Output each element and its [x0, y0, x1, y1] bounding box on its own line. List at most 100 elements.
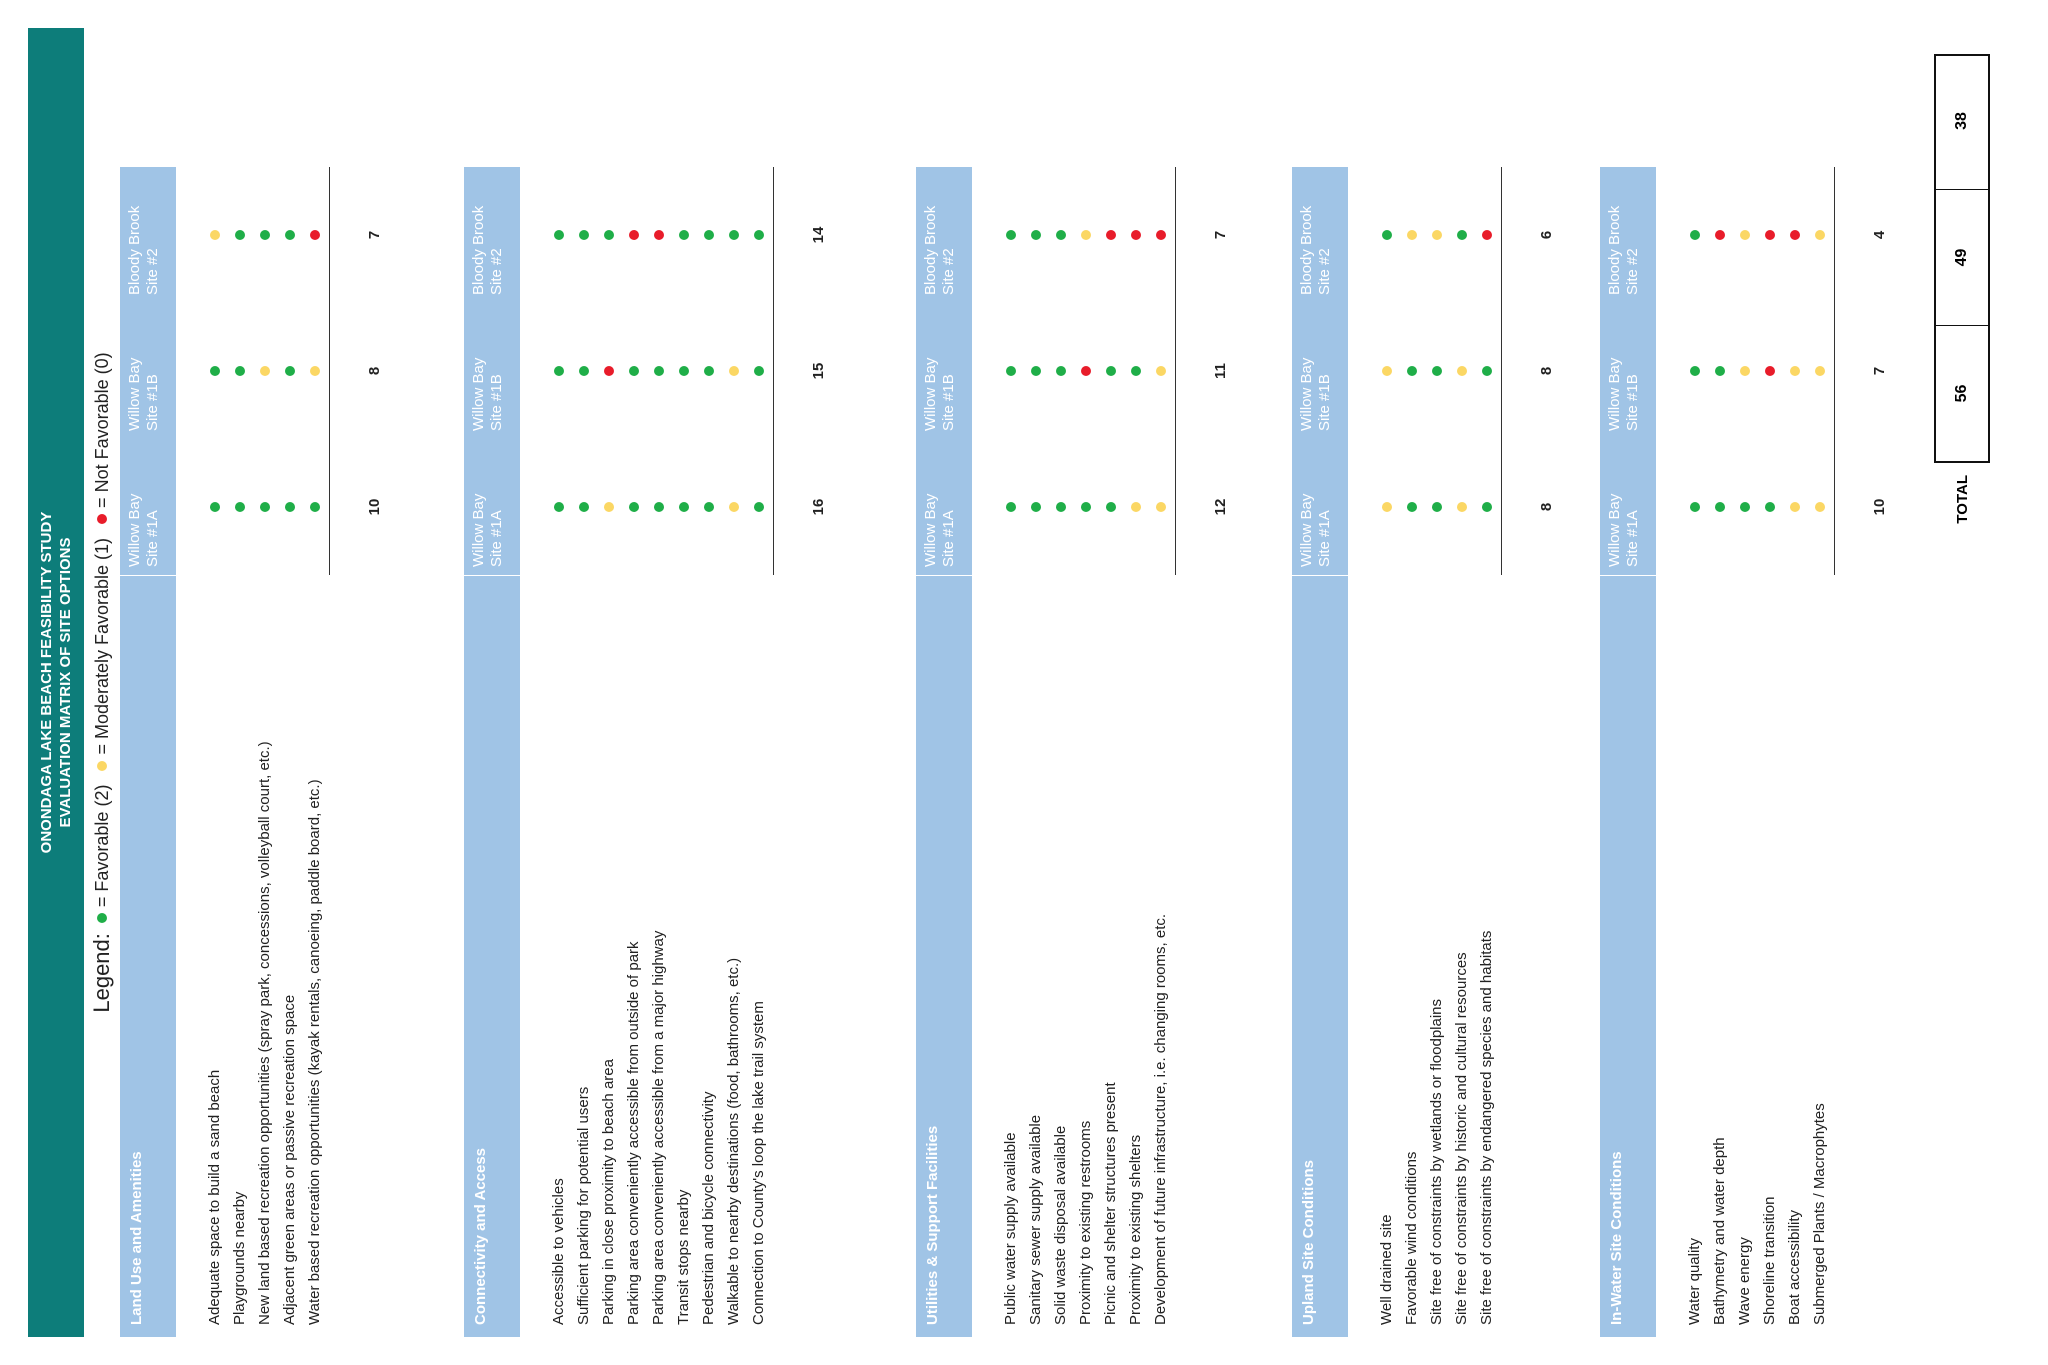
rating-dot-icon: [579, 366, 589, 376]
criterion-label: Well drained site: [1378, 1214, 1395, 1325]
site-header: Bloody Brook Site #2: [120, 167, 176, 303]
rating-dot-icon: [1790, 230, 1800, 240]
rating-dot-icon: [1740, 502, 1750, 512]
rating-dot-icon: [285, 230, 295, 240]
total-site-1a: 56: [1936, 325, 1988, 461]
rating-dot-icon: [235, 230, 245, 240]
rating-dot-icon: [1106, 366, 1116, 376]
criterion-label: Connection to County's loop the lake tra…: [750, 1001, 767, 1325]
rating-dot-icon: [654, 230, 664, 240]
rating-dot-icon: [210, 502, 220, 512]
site-header: Willow Bay Site #1B: [120, 303, 176, 439]
site-header: Willow Bay Site #1B: [1600, 303, 1656, 439]
rating-dot-icon: [1031, 502, 1041, 512]
rating-dot-icon: [1740, 366, 1750, 376]
rating-dot-icon: [1815, 366, 1825, 376]
subtotal-value: 16: [810, 498, 827, 516]
rating-dot-icon: [1031, 230, 1041, 240]
rating-dot-icon: [1131, 230, 1141, 240]
rating-dot-icon: [629, 366, 639, 376]
section-header: Upland Site Conditions: [1292, 576, 1348, 1337]
subtotal-value: 7: [366, 230, 383, 240]
section-header: Land Use and Amenities: [120, 576, 176, 1337]
rating-dot-icon: [1432, 366, 1442, 376]
subtotal-value: 10: [1871, 498, 1888, 516]
rating-dot-icon: [1407, 366, 1417, 376]
subtotal-value: 11: [1212, 363, 1229, 379]
rating-dot-icon: [554, 502, 564, 512]
criterion-label: Submerged Plants / Macrophytes: [1811, 1103, 1828, 1325]
site-header: Willow Bay Site #1B: [464, 303, 520, 439]
rating-dot-icon: [1056, 366, 1066, 376]
rating-dot-icon: [1715, 230, 1725, 240]
criterion-label: Site free of constraints by wetlands or …: [1428, 998, 1445, 1325]
rating-dot-icon: [260, 502, 270, 512]
favorable-dot-icon: [97, 913, 107, 924]
criterion-label: Site free of constraints by endangered s…: [1478, 930, 1495, 1325]
rating-dot-icon: [554, 230, 564, 240]
criterion-label: Walkable to nearby destinations (food, b…: [725, 957, 742, 1325]
criterion-label: Water quality: [1686, 1238, 1703, 1325]
rating-dot-icon: [704, 366, 714, 376]
rating-dot-icon: [1432, 230, 1442, 240]
site-header: Willow Bay Site #1A: [1292, 439, 1348, 575]
rating-dot-icon: [729, 366, 739, 376]
rating-dot-icon: [1815, 230, 1825, 240]
rating-dot-icon: [1457, 366, 1467, 376]
rating-dot-icon: [1765, 366, 1775, 376]
rating-dot-icon: [579, 502, 589, 512]
rating-dot-icon: [235, 502, 245, 512]
rating-dot-icon: [1081, 230, 1091, 240]
subtotal-value: 8: [366, 366, 383, 376]
rating-dot-icon: [210, 366, 220, 376]
rating-dot-icon: [1765, 502, 1775, 512]
subtotal-value: 14: [810, 226, 827, 244]
rating-dot-icon: [1457, 502, 1467, 512]
site-header: Willow Bay Site #1B: [1292, 303, 1348, 439]
rating-dot-icon: [1031, 366, 1041, 376]
section-header: Connectivity and Access: [464, 576, 520, 1337]
criterion-label: Sanitary sewer supply available: [1027, 1114, 1044, 1325]
rating-dot-icon: [1006, 366, 1016, 376]
title-line-2: EVALUATION MATRIX OF SITE OPTIONS: [57, 537, 74, 828]
criterion-label: Playgrounds nearby: [231, 1191, 248, 1325]
rating-dot-icon: [1715, 366, 1725, 376]
subtotal-value: 15: [810, 362, 827, 380]
rating-dot-icon: [1690, 230, 1700, 240]
subtotal-value: 8: [1538, 366, 1555, 376]
rating-dot-icon: [629, 502, 639, 512]
criterion-label: Proximity to existing restrooms: [1077, 1120, 1094, 1325]
site-header: Willow Bay Site #1A: [464, 439, 520, 575]
criterion-label: Solid waste disposal available: [1052, 1125, 1069, 1325]
rating-dot-icon: [1690, 366, 1700, 376]
criterion-label: Adjacent green areas or passive recreati…: [281, 994, 298, 1325]
criterion-label: Wave energy: [1736, 1237, 1753, 1325]
rating-dot-icon: [654, 366, 664, 376]
rating-dot-icon: [604, 502, 614, 512]
section-header: Utilities & Support Facilities: [916, 576, 972, 1337]
title-bar: ONONDAGA LAKE BEACH FEASIBILITY STUDY EV…: [28, 28, 84, 1337]
criterion-label: Water based recreation opportunities (ka…: [306, 779, 323, 1325]
site-header: Willow Bay Site #1B: [916, 303, 972, 439]
rating-dot-icon: [310, 230, 320, 240]
site-header: Bloody Brook Site #2: [1600, 167, 1656, 303]
moderately-favorable-dot-icon: [97, 760, 107, 771]
criterion-label: Sufficient parking for potential users: [575, 1086, 592, 1325]
rating-dot-icon: [1056, 230, 1066, 240]
criterion-label: Site free of constraints by historic and…: [1453, 952, 1470, 1325]
title-line-1: ONONDAGA LAKE BEACH FEASIBILITY STUDY: [38, 511, 55, 854]
rating-dot-icon: [285, 366, 295, 376]
rating-dot-icon: [729, 502, 739, 512]
rating-dot-icon: [1106, 230, 1116, 240]
rating-dot-icon: [1131, 366, 1141, 376]
rating-dot-icon: [1740, 230, 1750, 240]
total-site-1b: 49: [1936, 189, 1988, 325]
rating-dot-icon: [310, 366, 320, 376]
rating-dot-icon: [704, 230, 714, 240]
rating-dot-icon: [1482, 366, 1492, 376]
rating-dot-icon: [579, 230, 589, 240]
site-header: Bloody Brook Site #2: [916, 167, 972, 303]
criterion-label: New land based recreation opportunities …: [256, 741, 273, 1325]
rating-dot-icon: [1081, 366, 1091, 376]
subtotal-rule: [1834, 167, 1835, 575]
